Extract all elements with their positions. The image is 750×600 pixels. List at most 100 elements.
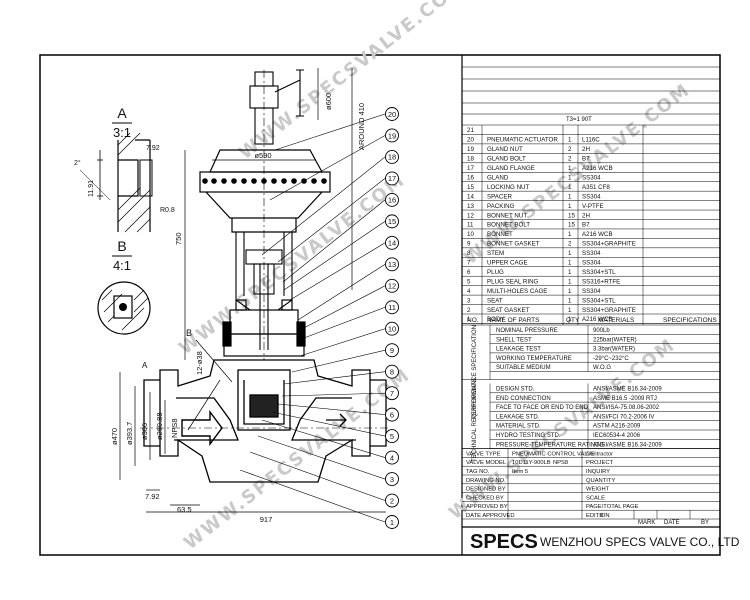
balloon-leader [281, 392, 386, 397]
bom-qty: 1 [568, 269, 572, 276]
balloon-label: 12 [388, 282, 396, 291]
bom-header-name: NAME OF PARTS [487, 317, 540, 324]
perf-key: LEAKAGE TEST [496, 347, 541, 353]
bom-no: 21 [467, 127, 474, 134]
part-balloon [385, 407, 399, 422]
balloon-leader [261, 419, 386, 458]
bom-name: GLAND FLANGE [487, 165, 535, 172]
bom-no: 20 [467, 137, 474, 144]
balloon-leader [289, 242, 386, 301]
tech-value: ASME B16.5 -2009 RTJ [593, 396, 657, 402]
dimension-labels: ø590 ø600 AROUND 410 750 12-ø38 ø470 ø39… [110, 93, 366, 524]
bom-name: GLAND [487, 174, 509, 181]
perf-value: W.O.G [593, 365, 611, 371]
bom-material: SS304 [582, 288, 601, 295]
balloon-leader [261, 156, 386, 256]
bom-material: SS304+GRAPHITE [582, 307, 636, 314]
dim-590: ø590 [254, 151, 271, 160]
part-balloon [385, 214, 399, 229]
bom-material: V-PTFE [582, 203, 604, 210]
part-balloon [385, 386, 399, 401]
rev-date: DATE [664, 520, 680, 526]
bom-name: BONNET NUT [487, 212, 527, 219]
tech-value: IEC60534-4 2006 [593, 433, 641, 439]
balloon-label: 16 [388, 196, 396, 205]
bom-material: 2H [582, 212, 590, 219]
title-key2: PAGE/TOTAL PAGE [586, 504, 639, 510]
part-balloon [385, 192, 399, 207]
bom-qty: 1 [568, 165, 572, 172]
bom-material: 2H [582, 146, 590, 153]
dim-7-92: 7.92 [145, 492, 160, 501]
tech-key: LEAKAGE STD. [496, 414, 540, 420]
title-key: VALVE MODEL [466, 460, 507, 466]
part-balloon [385, 343, 399, 358]
detail-a-dim: 2° [74, 159, 81, 167]
bom-no: 5 [467, 278, 471, 285]
bom-no: 3 [467, 297, 471, 304]
title-value-extra: NPS8 [553, 460, 568, 466]
perf-key: NOMINAL PRESSURE [496, 328, 558, 334]
part-balloon [385, 300, 399, 315]
bom-name: BONNET BOLT [487, 222, 530, 229]
title-key: TAG NO. [466, 469, 490, 475]
title-key2: QUANTITY [586, 478, 615, 484]
bom-no: 1 [467, 316, 471, 323]
bom-qty: 1 [568, 174, 572, 181]
bom-name: BODY [487, 316, 505, 323]
title-key2: WEIGHT [586, 487, 610, 493]
tech-value: ANSI/ASME B16.34-2009 [593, 442, 662, 448]
bom-no: 8 [467, 250, 471, 257]
perf-value: 3.3bar(WATER) [593, 347, 635, 353]
bom-name: PACKING [487, 203, 515, 210]
bom-no: 6 [467, 269, 471, 276]
bom-qty: 2 [568, 241, 572, 248]
bom-material: B7 [582, 156, 590, 163]
part-balloon [385, 493, 399, 508]
revision-header: MARK DATE BY [638, 520, 709, 526]
detail-b: B 4:1 [97, 238, 151, 335]
tech-key: HYDRO TESTING STD. [496, 433, 561, 439]
perf-key: SUITABLE MEDIUM [496, 365, 551, 371]
title-key2: Contractor [586, 451, 613, 457]
perf-key: WORKING TEMPERATURE [496, 356, 572, 362]
balloon-label: 3 [390, 475, 394, 484]
bom-material: B7 [582, 222, 590, 229]
tech-value: ASTM A216-2009 [593, 424, 641, 430]
section-a-marker: A [142, 361, 148, 370]
bom-name: LOCKING NUT [487, 184, 530, 191]
dimension-group [119, 68, 386, 513]
bom-no: 19 [467, 146, 474, 153]
dim-269: ø269.88 [155, 412, 164, 440]
bom-header-spec: SPECIFICATIONS [663, 317, 717, 324]
bom-qty: 1 [568, 307, 572, 314]
dim-470: ø470 [110, 428, 119, 445]
bom-qty: 1 [568, 297, 572, 304]
part-balloon [385, 107, 399, 121]
bom-header: NO. NAME OF PARTS QTY MATERIALS SPECIFIC… [467, 317, 717, 324]
title-value: Item 5 [512, 469, 528, 475]
detail-a-scale: 3:1 [113, 125, 131, 140]
bom-name: BONNET GASKET [487, 241, 540, 248]
bom-no: 10 [467, 231, 474, 238]
valve-body [143, 359, 387, 483]
balloon-leader [269, 135, 386, 201]
actuator-diaphragm [199, 149, 331, 233]
balloon-leader [299, 328, 386, 357]
balloon-label: 14 [388, 239, 396, 248]
bom-header-no: NO. [467, 317, 479, 324]
watermark: WWW.SPECSVALVE.COM [180, 364, 414, 554]
